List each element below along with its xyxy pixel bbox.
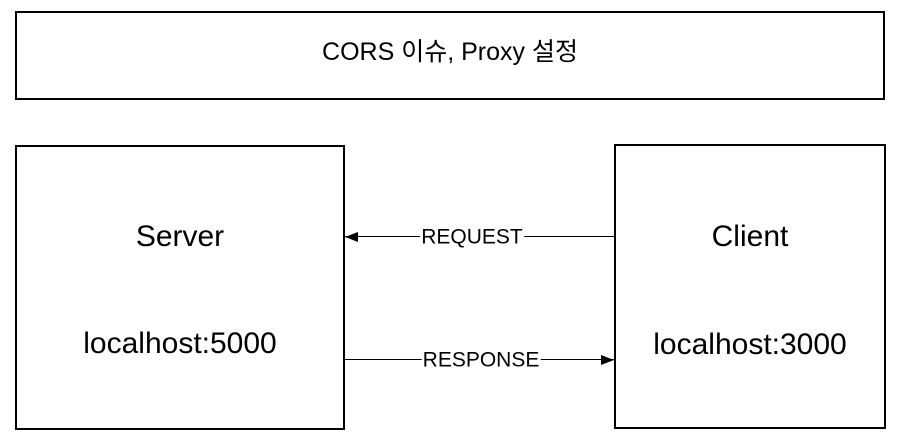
server-node-address: localhost:5000 (83, 327, 277, 360)
diagram-title: CORS 이슈, Proxy 설정 (322, 37, 578, 66)
title-box: CORS 이슈, Proxy 설정 (15, 11, 885, 100)
arrowhead-left-icon (345, 232, 358, 242)
client-node: Client localhost:3000 (614, 144, 886, 429)
server-node: Server localhost:5000 (15, 145, 345, 430)
response-edge-label: RESPONSE (421, 348, 541, 372)
client-node-name: Client (711, 220, 789, 253)
server-node-name: Server (135, 220, 225, 253)
request-edge-label: REQUEST (420, 225, 524, 249)
arrowhead-right-icon (601, 355, 614, 365)
client-node-address: localhost:3000 (653, 328, 847, 361)
